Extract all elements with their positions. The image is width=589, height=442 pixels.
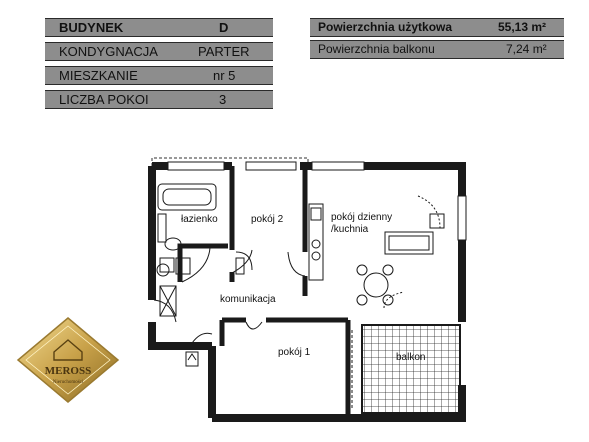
- room-label-room2: pokój 2: [251, 214, 284, 225]
- room2-fixtures: [235, 251, 253, 275]
- entrance-icon: [185, 351, 199, 367]
- info-label: Powierzchnia balkonu: [318, 42, 435, 56]
- info-label: KONDYGNACJA: [59, 44, 158, 59]
- info-label: LICZBA POKOI: [59, 92, 149, 107]
- windows: [167, 161, 467, 241]
- logo-name: MEROSS: [45, 365, 91, 377]
- info-row-balcony-area: Powierzchnia balkonu 7,24 m²: [310, 40, 564, 59]
- info-row-building: BUDYNEK D: [45, 18, 273, 37]
- info-row-rooms: LICZBA POKOI 3: [45, 90, 273, 109]
- room-label-kitchen: /kuchnia: [331, 224, 369, 235]
- room-label-room1: pokój 1: [278, 347, 311, 358]
- info-value: 7,24 m²: [506, 42, 547, 56]
- logo-subtitle: Nieruchomości: [53, 380, 84, 385]
- interior-walls: [177, 166, 351, 418]
- info-label: Powierzchnia użytkowa: [318, 20, 453, 34]
- info-value: D: [219, 20, 229, 35]
- info-row-floor: KONDYGNACJA PARTER: [45, 42, 273, 61]
- info-value: 3: [219, 92, 227, 107]
- meross-logo: MEROSS Nieruchomości: [16, 317, 120, 403]
- bathroom-fixtures: [156, 183, 217, 317]
- room-label-balcony: balkon: [396, 352, 425, 363]
- balcony: [351, 324, 461, 414]
- kitchen-fixtures: [308, 195, 445, 309]
- info-value: nr 5: [213, 68, 236, 83]
- info-value: PARTER: [198, 44, 250, 59]
- info-row-usable-area: Powierzchnia użytkowa 55,13 m²: [310, 18, 564, 37]
- info-label: BUDYNEK: [59, 20, 124, 35]
- room-label-bathroom: łazienko: [181, 214, 218, 225]
- room-label-living: pokój dzienny: [331, 212, 392, 223]
- room-label-corridor: komunikacja: [220, 294, 276, 305]
- info-row-apartment: MIESZKANIE nr 5: [45, 66, 273, 85]
- doors: [153, 247, 306, 347]
- info-value: 55,13 m²: [498, 20, 547, 34]
- info-label: MIESZKANIE: [59, 68, 138, 83]
